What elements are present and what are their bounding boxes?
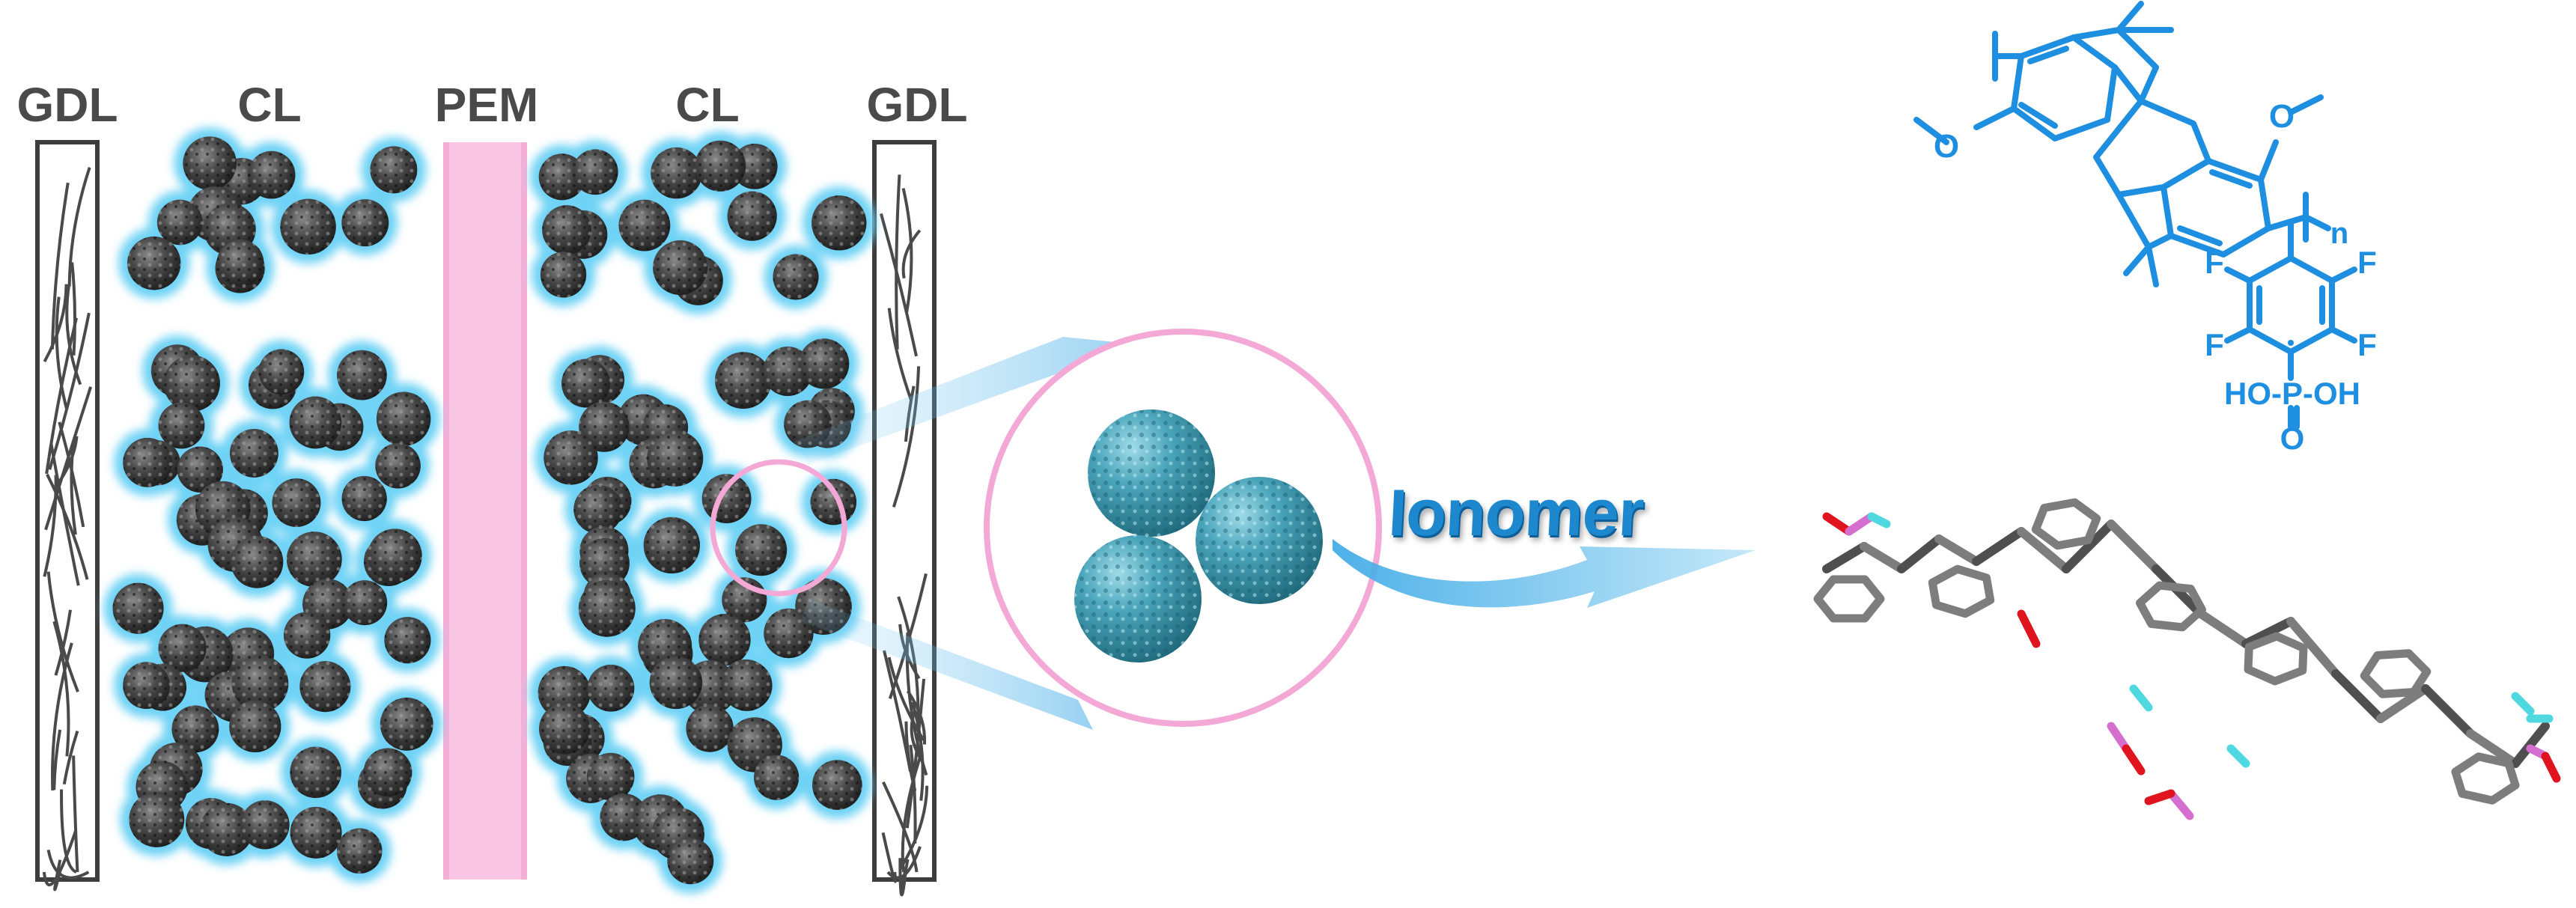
- fluorine-label: F: [2357, 245, 2377, 280]
- fluorine-label: F: [2205, 245, 2224, 280]
- zoom-magnified-view: [984, 329, 1382, 727]
- cl-left-label: CL: [237, 78, 302, 132]
- repeat-index-label: n: [2330, 217, 2348, 250]
- ionomer-arrow: [1333, 539, 1756, 608]
- ionomer-label: Ionomer: [1386, 475, 1645, 549]
- oxygen-right-label: O: [2269, 98, 2295, 135]
- gdl-right-label: GDL: [866, 78, 968, 132]
- ionomer-3d-stick-model: [1813, 498, 2561, 820]
- pem-label: PEM: [434, 78, 539, 132]
- gdl-right-panel: [872, 140, 937, 897]
- cl-right-label: CL: [675, 78, 740, 132]
- gdl-left-panel: [35, 140, 100, 892]
- structure-atom-labels: O O n F F F F HO-P-OH O: [1934, 98, 2377, 456]
- zoom-source-circle: [710, 459, 847, 597]
- phosphonic-acid-label: HO-P-OH: [2224, 376, 2360, 411]
- gdl-left-label: GDL: [16, 78, 118, 132]
- oxygen-left-label: O: [1934, 128, 1959, 165]
- phosphonyl-oxygen-label: O: [2280, 421, 2305, 456]
- fluorine-label: F: [2357, 327, 2377, 362]
- cl-left-carbon-particles: [112, 136, 433, 874]
- zoom-beams: [794, 337, 1138, 730]
- ionomer-coated-particle: [1196, 477, 1323, 604]
- ionomer-chemical-structure: [1913, 1, 2357, 430]
- ionomer-coated-particle: [1088, 409, 1215, 537]
- ionomer-coated-particle: [1074, 535, 1202, 662]
- fluorine-label: F: [2205, 327, 2224, 362]
- pem-membrane: [443, 142, 527, 880]
